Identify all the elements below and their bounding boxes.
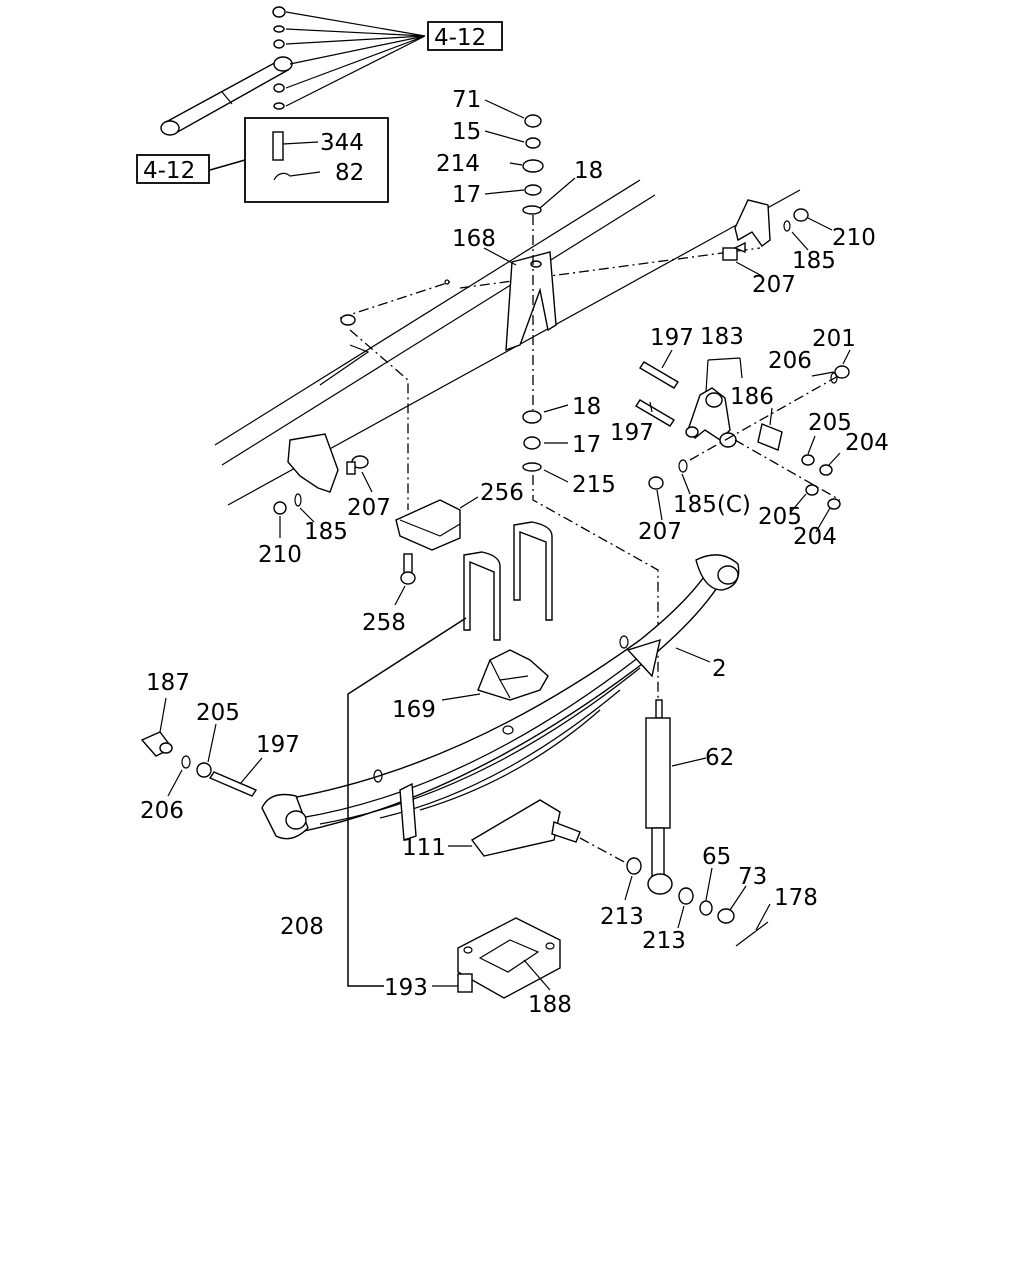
u-bolt-plate-188: 188 — [432, 917, 572, 1018]
spring-pin-left: 187 205 197 206 — [140, 670, 300, 824]
lower-bushing-stack: 18 17 215 — [522, 394, 659, 700]
ref-box-4-12-top[interactable] — [427, 21, 503, 51]
callout-210-left: 210 — [258, 542, 302, 568]
callout-73: 73 — [738, 864, 767, 890]
upper-bushing-stack: 71 15 214 17 18 — [436, 87, 603, 410]
callout-187: 187 — [146, 670, 190, 696]
ref-box-4-12-left[interactable] — [136, 154, 210, 184]
shackle-assembly: 197 183 201 206 186 197 205 204 185(C) 2… — [610, 324, 889, 550]
callout-207-left: 207 — [347, 495, 391, 521]
callout-207-right: 207 — [638, 519, 682, 545]
ref-label-left[interactable]: 4-12 — [143, 158, 195, 184]
shock-absorber-62: 62 213 213 — [600, 699, 734, 954]
callout-205-upper: 205 — [808, 410, 852, 436]
left-frame-bracket: 207 210 185 — [258, 433, 391, 568]
frame-nut-icon — [340, 314, 356, 326]
callout-206-left: 206 — [140, 798, 184, 824]
callout-2: 2 — [712, 656, 727, 682]
callout-344: 344 — [320, 130, 364, 156]
callout-205-left: 205 — [196, 700, 240, 726]
callout-111: 111 — [402, 835, 446, 861]
rubber-stopper-169: 169 — [392, 649, 549, 723]
callout-82: 82 — [335, 160, 364, 186]
callout-15: 15 — [452, 119, 481, 145]
callout-18-lower: 18 — [572, 394, 601, 420]
callout-215: 215 — [572, 472, 616, 498]
u-bolts-208 — [463, 521, 553, 641]
callout-178: 178 — [774, 885, 818, 911]
callout-197-upper: 197 — [650, 325, 694, 351]
callout-210-top: 210 — [832, 225, 876, 251]
callout-197-lower: 197 — [610, 420, 654, 446]
ref-label-top[interactable]: 4-12 — [434, 25, 486, 51]
callout-206-right: 206 — [768, 348, 812, 374]
callout-213-right: 213 — [642, 928, 686, 954]
bump-stopper-256: 256 258 — [362, 480, 524, 636]
callout-185-left: 185 — [304, 519, 348, 545]
shock-mount-hardware: 65 73 178 — [699, 844, 818, 947]
callout-17-upper: 17 — [452, 182, 481, 208]
callout-186: 186 — [730, 384, 774, 410]
callout-204-lower: 204 — [793, 524, 837, 550]
callout-65: 65 — [702, 844, 731, 870]
callout-213-left: 213 — [600, 904, 644, 930]
callout-185-top: 185 — [792, 248, 836, 274]
callout-71: 71 — [452, 87, 481, 113]
callout-18-upper: 18 — [574, 158, 603, 184]
callout-183: 183 — [700, 324, 744, 350]
callout-17-lower: 17 — [572, 432, 601, 458]
callout-208: 208 — [280, 914, 324, 940]
callout-193: 193 — [384, 975, 428, 1001]
callout-207-top: 207 — [752, 272, 796, 298]
callout-169: 169 — [392, 697, 436, 723]
callout-185c: 185(C) — [673, 492, 751, 518]
spring-hanger-bracket-168: 168 — [452, 226, 557, 352]
callout-197-left: 197 — [256, 732, 300, 758]
callout-62: 62 — [705, 745, 734, 771]
rear-hanger-bracket-top: 210 185 207 — [722, 199, 876, 298]
leaf-spring-2: 2 — [261, 554, 740, 841]
small-nut-icons — [272, 6, 286, 110]
callout-205-lower: 205 — [758, 504, 802, 530]
grease-fitting-detail-box: 344 82 4-12 — [136, 117, 389, 203]
spring-seat-111: 111 — [402, 799, 629, 865]
callout-214: 214 — [436, 151, 480, 177]
callout-201: 201 — [812, 326, 856, 352]
callout-258: 258 — [362, 610, 406, 636]
grease-nipple-icon — [272, 131, 284, 161]
link-rod-assembly: 4-12 — [160, 6, 503, 136]
callout-204-upper: 204 — [845, 430, 889, 456]
callout-188: 188 — [528, 992, 572, 1018]
callout-256: 256 — [480, 480, 524, 506]
u-bolt-group-bracket-208: 208 193 — [280, 617, 467, 1001]
callout-168: 168 — [452, 226, 496, 252]
